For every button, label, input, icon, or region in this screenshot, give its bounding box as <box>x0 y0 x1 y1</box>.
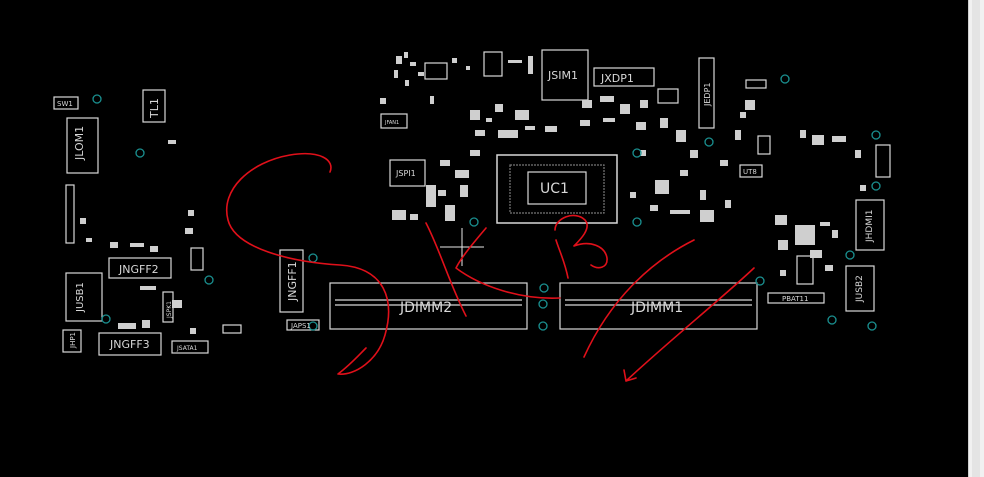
annotation-s-stroke <box>225 153 390 375</box>
jusb2-outline <box>845 265 875 312</box>
jspi1-outline <box>389 159 426 187</box>
jxdp1-outline <box>593 67 655 87</box>
label-jdimm2: JDIMM2 <box>399 300 452 316</box>
mounting-vias <box>92 74 881 331</box>
jngff1-outline <box>279 249 304 313</box>
jhdmi1-outline <box>855 199 885 251</box>
jsim1-outline <box>541 49 589 101</box>
label-jsim1: JSIM1 <box>547 69 578 82</box>
part-outline <box>222 324 242 334</box>
pbat11-outline <box>767 292 825 304</box>
label-sw1: SW1 <box>57 100 73 108</box>
jfan1-outline <box>380 113 408 129</box>
annotation-line-4 <box>583 239 695 358</box>
jusb1-outline <box>65 272 103 322</box>
jngff2-outline <box>108 257 172 279</box>
part-outline <box>424 62 448 80</box>
sw1-outline <box>53 96 79 110</box>
part-outline <box>745 79 767 89</box>
jsata1-outline <box>171 340 209 354</box>
label-tl1: TL1 <box>148 98 161 119</box>
crosshair-cursor-icon <box>440 228 484 266</box>
label-jfan1: JFAN1 <box>384 120 399 126</box>
label-ut8: UT8 <box>743 168 757 176</box>
japs1-outline <box>286 319 320 331</box>
label-japs1: JAPS1 <box>290 322 311 330</box>
red-annotation-strokes <box>225 153 755 382</box>
annotation-line-1 <box>425 222 467 317</box>
annotation-arrow <box>623 267 755 382</box>
uc1-pads <box>509 164 605 214</box>
jedp1-outline <box>698 57 715 129</box>
label-jngff3: JNGFF3 <box>109 338 150 351</box>
part-outline <box>483 51 503 77</box>
label-uc1: UC1 <box>540 181 569 197</box>
jdimm1-outline <box>559 282 758 330</box>
annotation-b-stroke <box>554 214 608 269</box>
jngff3-outline <box>98 332 162 356</box>
label-jngff1: JNGFF1 <box>286 261 299 302</box>
label-jsata1: JSATA1 <box>176 345 198 352</box>
annotation-line-3 <box>555 239 569 279</box>
label-jhp1: JHP1 <box>69 332 77 349</box>
label-jedp1: JEDP1 <box>703 83 712 108</box>
uc1-die <box>527 171 587 205</box>
label-jhdmi1: JHDMI1 <box>865 210 875 244</box>
label-jlom1: JLOM1 <box>73 126 86 161</box>
label-jngff2: JNGFF2 <box>118 263 159 276</box>
label-jusb1: JUSB1 <box>75 282 86 313</box>
label-jspk1: JSPK1 <box>166 301 173 319</box>
label-jspi1: JSPI1 <box>395 169 416 178</box>
tl1-outline <box>142 89 166 123</box>
label-pbat11: PBAT11 <box>782 295 808 303</box>
connector-outline <box>65 184 75 244</box>
part-outline <box>875 144 891 178</box>
smd-components <box>80 52 866 334</box>
part-outline <box>796 255 814 285</box>
annotation-line-2 <box>455 227 561 299</box>
label-jusb2: JUSB2 <box>855 275 865 303</box>
jhp1-outline <box>62 329 82 353</box>
part-outline <box>190 247 204 271</box>
ut8-outline <box>739 164 763 178</box>
jdimm2-outline <box>329 282 528 330</box>
label-jxdp1: JXDP1 <box>600 72 634 85</box>
part-outline <box>657 88 679 104</box>
label-jdimm1: JDIMM1 <box>630 300 683 316</box>
vertical-scrollbar[interactable] <box>968 0 984 477</box>
part-outline <box>757 135 771 155</box>
scrollbar-track[interactable] <box>972 0 980 477</box>
jlom1-outline <box>66 117 99 174</box>
